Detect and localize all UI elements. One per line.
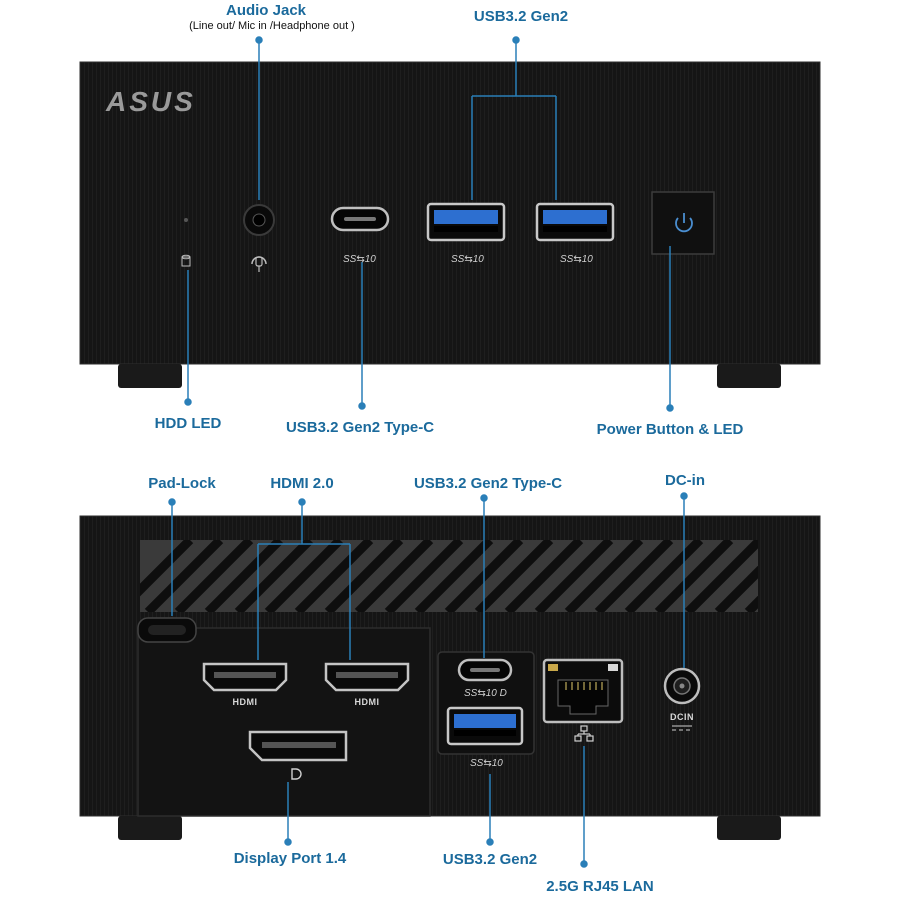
callout-hdd-led: HDD LED [154, 415, 222, 432]
rear-foot-left [118, 816, 182, 840]
front-leader-lines [184, 36, 674, 412]
vent-slat [204, 540, 284, 612]
port-mark-ss10-front-typec: SS⇆10 [343, 254, 376, 265]
callout-displayport: Display Port 1.4 [233, 850, 347, 867]
vent-slat [174, 540, 254, 612]
vent-slat [504, 540, 584, 612]
vent-slat [474, 540, 554, 612]
vent-slat [264, 540, 344, 612]
callout-usb-gen2-rear: USB3.2 Gen2 [442, 851, 538, 868]
front-usb-a-port-1 [426, 202, 506, 242]
hdmi-port-1 [202, 662, 288, 692]
power-icon [675, 213, 693, 233]
port-mark-ss10-rear-usb: SS⇆10 [470, 758, 503, 769]
vent-slat [144, 540, 224, 612]
callout-usb-typec-rear: USB3.2 Gen2 Type-C [413, 475, 563, 492]
vent-slat [684, 540, 758, 612]
pad-lock-slot [137, 617, 197, 643]
displayport-icon [291, 768, 302, 780]
callout-usb-gen2-front: USB3.2 Gen2 [473, 8, 569, 25]
vent-slat [594, 540, 674, 612]
callout-usb-typec-front: USB3.2 Gen2 Type-C [285, 419, 435, 436]
rj45-lan-port [542, 658, 624, 724]
port-mark-ss10-front-usb2: SS⇆10 [560, 254, 593, 265]
vent-slat [414, 540, 494, 612]
front-foot-right [717, 364, 781, 388]
headset-icon [251, 256, 267, 272]
rear-leader-lines [168, 492, 688, 868]
displayport-port [248, 730, 348, 762]
front-usb-c-port [330, 206, 390, 232]
rear-foot-right [717, 816, 781, 840]
hdmi-port-2 [324, 662, 410, 692]
vent-slat [714, 565, 758, 612]
vent-slat [354, 540, 434, 612]
rear-io-plate-left [137, 627, 431, 817]
port-mark-hdmi-1: HDMI [232, 697, 258, 707]
callout-audio-jack-detail: (Line out/ Mic in /Headphone out ) [189, 20, 355, 32]
hdd-led [184, 218, 188, 222]
power-button [651, 191, 715, 255]
vent-slat [234, 540, 314, 612]
vent-slat [140, 540, 194, 597]
callout-pad-lock: Pad-Lock [148, 475, 216, 492]
vent-grille [140, 540, 758, 612]
callout-power-button: Power Button & LED [596, 421, 744, 438]
vent-slat [654, 540, 734, 612]
vent-slat [384, 540, 464, 612]
dc-polarity-marks [672, 725, 692, 731]
vent-slat [294, 540, 374, 612]
port-mark-dcin: DCIN [670, 712, 694, 722]
rear-usb-a-port [446, 706, 524, 746]
callout-lan: 2.5G RJ45 LAN [546, 878, 654, 895]
vent-slat [324, 540, 404, 612]
rear-usb-c-port [457, 658, 513, 682]
network-icon [574, 725, 594, 742]
vent-slat [624, 540, 704, 612]
callout-hdmi: HDMI 2.0 [270, 475, 334, 492]
brand-logo: ASUS [106, 86, 196, 117]
audio-jack-port [243, 204, 275, 236]
vent-slat [564, 540, 644, 612]
port-mark-ss10-front-usb1: SS⇆10 [451, 254, 484, 265]
dc-in-jack [663, 667, 701, 705]
front-foot-left [118, 364, 182, 388]
port-mark-hdmi-2: HDMI [354, 697, 380, 707]
vent-slat [534, 540, 614, 612]
callout-audio-jack: Audio Jack [225, 2, 307, 19]
port-mark-ss10-rear-typec: SS⇆10 D [464, 688, 507, 699]
callout-dc-in: DC-in [665, 472, 705, 489]
front-usb-a-port-2 [535, 202, 615, 242]
hdd-icon [181, 254, 191, 267]
